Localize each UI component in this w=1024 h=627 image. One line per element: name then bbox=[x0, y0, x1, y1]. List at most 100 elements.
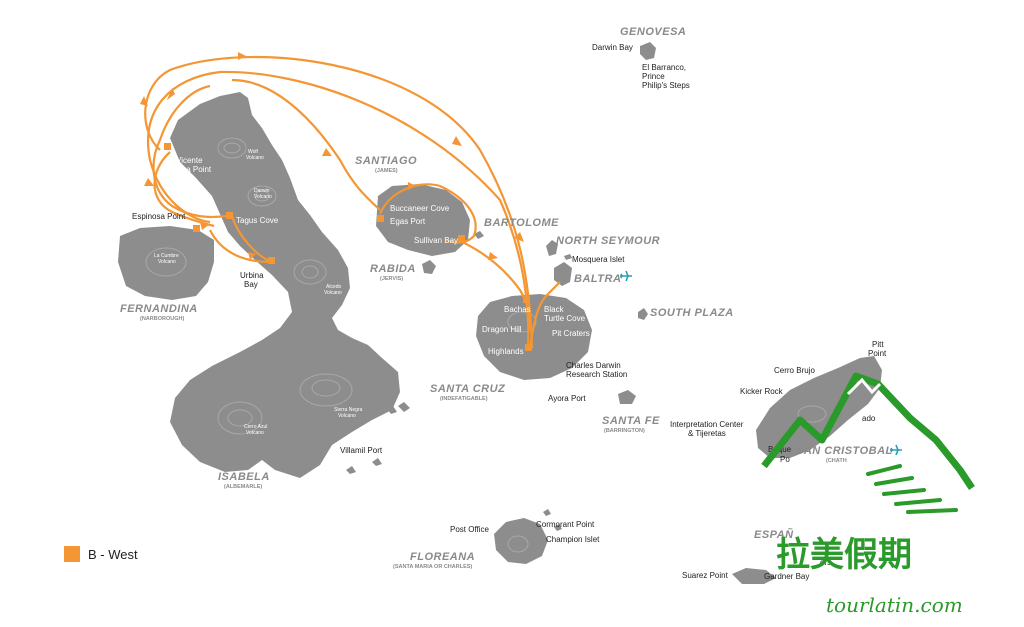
site-label: Kicker Rock bbox=[740, 387, 784, 396]
arrow-icon bbox=[322, 148, 332, 156]
santiago-island bbox=[376, 184, 470, 256]
island-name: FLOREANA bbox=[410, 551, 475, 563]
island-name: RABIDA bbox=[370, 263, 416, 275]
site-label: Post Office bbox=[450, 525, 490, 534]
site-label: Urbina bbox=[240, 271, 264, 280]
site-label: ers bbox=[820, 558, 831, 567]
north-seymour-island bbox=[546, 240, 558, 256]
island-alt-name: (ALBEMARLE) bbox=[224, 484, 262, 490]
site-label: Gardner Bay bbox=[764, 572, 809, 581]
legend: B - West bbox=[64, 546, 138, 562]
site-label: Highlands bbox=[488, 347, 524, 356]
site-label: Research Station bbox=[566, 370, 627, 379]
arrow-icon bbox=[248, 252, 256, 260]
island-alt-name: (JAMES) bbox=[375, 168, 398, 174]
stop-bachas bbox=[523, 296, 530, 303]
island-name: FERNANDINA bbox=[120, 303, 198, 315]
genovesa-island bbox=[640, 42, 656, 60]
site-label: Egas Port bbox=[390, 217, 426, 226]
volcano-label: Wolf bbox=[248, 149, 259, 155]
volcano-label: Volcano bbox=[324, 290, 342, 296]
site-label: Villamil Port bbox=[340, 446, 383, 455]
isabela-island bbox=[170, 92, 400, 478]
airplane-icon bbox=[890, 444, 902, 456]
island-alt-name: (BARRINGTON) bbox=[604, 428, 645, 434]
arrow-icon bbox=[167, 88, 175, 100]
volcano-labels: Wolf Volcano Darwin Volcano Alcedo Volca… bbox=[154, 149, 363, 436]
site-label: Cormorant Point bbox=[536, 520, 595, 529]
floreana-islet bbox=[543, 509, 551, 516]
volcano-label: Cerro Azul bbox=[244, 424, 267, 430]
stop-egas-port bbox=[377, 215, 384, 222]
volcano-contours bbox=[145, 137, 827, 553]
route-stops bbox=[164, 143, 532, 351]
legend-swatch bbox=[64, 546, 80, 562]
route-arrows bbox=[140, 52, 524, 260]
espanola-island bbox=[732, 568, 776, 584]
route-segment bbox=[231, 78, 381, 211]
arrow-icon bbox=[408, 182, 416, 190]
island-name: SANTA CRUZ bbox=[430, 383, 506, 395]
floreana-islet bbox=[554, 524, 562, 531]
rabida-island bbox=[422, 260, 436, 274]
south-plaza-islet bbox=[638, 308, 648, 320]
isabela-islet bbox=[372, 458, 382, 466]
site-label: Turtle Cove bbox=[544, 314, 586, 323]
site-label: Charles Darwin bbox=[566, 361, 621, 370]
logo-url-text: tourlatin.com bbox=[826, 593, 963, 617]
island-name: GENOVESA bbox=[620, 26, 686, 38]
arrow-icon bbox=[514, 232, 524, 242]
island-name: BARTOLOME bbox=[484, 217, 559, 229]
airplane-icon bbox=[620, 270, 632, 282]
volcano-label: Volcano bbox=[254, 194, 272, 200]
island-name: SOUTH PLAZA bbox=[650, 307, 734, 319]
island-labels: GENOVESA SANTIAGO (JAMES) BARTOLOME NORT… bbox=[120, 26, 893, 570]
stop-vicente-roca bbox=[164, 143, 171, 150]
island-name: NORTH SEYMOUR bbox=[556, 235, 660, 247]
site-label: Buccaneer Cove bbox=[390, 204, 450, 213]
site-label: Cerro Brujo bbox=[774, 366, 815, 375]
site-label: Espinosa Point bbox=[132, 212, 186, 221]
island-alt-name: (SANTA MARIA OR CHARLES) bbox=[393, 564, 472, 570]
site-label: El Barranco, bbox=[642, 63, 686, 72]
site-label: Po bbox=[780, 455, 790, 464]
site-label: Ayora Port bbox=[548, 394, 586, 403]
site-label: Prince bbox=[642, 72, 665, 81]
arrow-icon bbox=[200, 222, 210, 230]
island-name: SAN CRISTOBAL bbox=[796, 445, 893, 457]
island-alt-name: (JERVIS) bbox=[380, 276, 403, 282]
route-segment bbox=[209, 229, 271, 264]
logo-chinese-text: 拉美假期 bbox=[776, 535, 912, 575]
site-label: Bay bbox=[244, 280, 258, 289]
santa-cruz-island bbox=[476, 294, 592, 380]
island-name: ESPAÑ bbox=[754, 528, 794, 541]
island-name: SANTA FE bbox=[602, 415, 660, 427]
site-label: Dragon Hill bbox=[482, 325, 522, 334]
volcano-label: Volcano bbox=[158, 259, 176, 265]
mountain-logo-icon bbox=[761, 372, 975, 514]
route-segment bbox=[457, 238, 532, 331]
mosquera-islet bbox=[564, 254, 572, 260]
arrow-icon bbox=[140, 96, 148, 106]
arrow-icon bbox=[238, 52, 246, 60]
site-label: Sullivan Bay bbox=[414, 236, 458, 245]
site-label: Tagus Cove bbox=[236, 216, 279, 225]
stop-tagus-cove bbox=[226, 212, 233, 219]
site-label: Roca Point bbox=[172, 165, 212, 174]
islands-layer bbox=[118, 42, 882, 584]
arrow-icon bbox=[452, 136, 462, 146]
island-alt-name: (NARBOROUGH) bbox=[140, 316, 184, 322]
island-name: ISABELA bbox=[218, 471, 270, 483]
site-label: Suarez Point bbox=[682, 571, 729, 580]
site-label: Black bbox=[544, 305, 565, 314]
island-alt-name: (INDEFATIGABLE) bbox=[440, 396, 488, 402]
stop-urbina bbox=[268, 257, 275, 264]
stop-highlands bbox=[525, 344, 532, 351]
isabela-islet bbox=[388, 406, 397, 414]
fernandina-island bbox=[118, 226, 214, 300]
volcano-label: Volcano bbox=[338, 413, 356, 419]
baltra-island bbox=[554, 262, 572, 286]
isabela-islet bbox=[346, 466, 356, 474]
